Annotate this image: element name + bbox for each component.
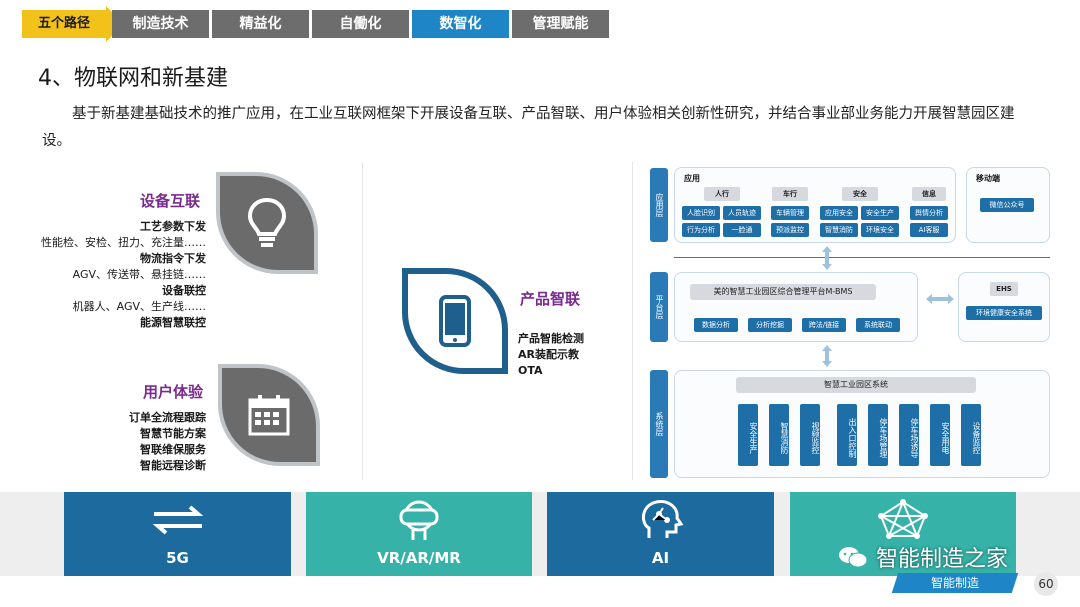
user-line: 订单全流程跟踪 bbox=[129, 411, 206, 424]
lightbulb-icon bbox=[247, 197, 287, 247]
watermark-text: 智能制造之家 bbox=[876, 547, 1009, 572]
group-label: 安全 bbox=[842, 187, 878, 201]
platform-title: 美的智慧工业园区综合管理平台M-BMS bbox=[690, 284, 876, 300]
app-layer-tag: 应用层 bbox=[650, 168, 668, 242]
user-title: 用户体验 bbox=[143, 383, 204, 401]
system-item: 安全用电 bbox=[930, 404, 950, 466]
tile-network bbox=[790, 492, 1016, 576]
platform-chip: 跨法/链接 bbox=[802, 318, 846, 332]
system-item: 停车场诱导 bbox=[899, 404, 919, 466]
product-title: 产品智联 bbox=[520, 290, 581, 308]
column-divider bbox=[632, 162, 633, 480]
tile-label: VR/AR/MR bbox=[377, 549, 461, 567]
product-list: 产品智能检测 AR装配示教 OTA bbox=[518, 331, 584, 379]
column-divider bbox=[362, 162, 363, 480]
tile-5g: 5G bbox=[64, 492, 291, 576]
app-chip: 行为分析 bbox=[682, 223, 720, 237]
tab-digital-intelligence[interactable]: 数智化 bbox=[412, 10, 509, 38]
app-layer-box bbox=[674, 167, 956, 243]
nav-tabs: 制造技术 精益化 自働化 数智化 管理赋能 bbox=[112, 10, 609, 38]
app-chip: 安全生产 bbox=[861, 206, 899, 220]
tab-manufacturing-tech[interactable]: 制造技术 bbox=[112, 10, 209, 38]
system-layer-tag: 系统层 bbox=[650, 370, 668, 478]
vr-headset-icon bbox=[399, 500, 439, 540]
product-line: 产品智能检测 bbox=[518, 332, 584, 345]
brand-bar: 智能制造 bbox=[891, 573, 1019, 593]
ai-head-icon bbox=[641, 500, 683, 538]
device-leaf bbox=[216, 172, 318, 274]
device-line: 物流指令下发 bbox=[140, 252, 206, 265]
network-icon bbox=[878, 499, 928, 539]
app-chip: 预派监控 bbox=[771, 223, 809, 237]
app-chip: 人员轨迹 bbox=[723, 206, 761, 220]
calendar-icon bbox=[248, 395, 290, 436]
device-title: 设备互联 bbox=[140, 192, 201, 210]
app-title: 应用 bbox=[684, 174, 700, 183]
platform-chip: 分析挖掘 bbox=[748, 318, 792, 332]
system-item: 视频监控 bbox=[800, 404, 820, 466]
app-chip: 车辆管理 bbox=[771, 206, 809, 220]
app-chip: 智慧消防 bbox=[820, 223, 858, 237]
mobile-title: 移动端 bbox=[976, 174, 1000, 183]
device-line: 性能检、安检、扭力、充注量…… bbox=[41, 236, 206, 249]
tab-lean[interactable]: 精益化 bbox=[212, 10, 309, 38]
system-item: 安全生产 bbox=[738, 404, 758, 466]
smartphone-icon bbox=[439, 295, 471, 347]
vertical-arrow-icon bbox=[822, 246, 832, 270]
user-line: 智能远程诊断 bbox=[140, 459, 206, 472]
system-item: 停车场管理 bbox=[868, 404, 888, 466]
product-line: AR装配示教 bbox=[518, 348, 579, 361]
device-list: 工艺参数下发 性能检、安检、扭力、充注量…… 物流指令下发 AGV、传送带、悬挂… bbox=[20, 219, 206, 331]
app-chip: 环境安全 bbox=[861, 223, 899, 237]
platform-chip: 数据分析 bbox=[694, 318, 738, 332]
app-chip: AI客服 bbox=[910, 223, 948, 237]
ehs-title: EHS bbox=[990, 282, 1018, 296]
layer-separator bbox=[674, 257, 1050, 258]
device-line: AGV、传送带、悬挂链…… bbox=[72, 268, 206, 281]
system-item: 设备监控 bbox=[961, 404, 981, 466]
nav-path-label: 五个路径 bbox=[22, 10, 106, 38]
group-label: 车行 bbox=[772, 187, 808, 201]
device-line: 工艺参数下发 bbox=[140, 220, 206, 233]
double-arrow-icon bbox=[926, 294, 954, 304]
app-chip: 人脸识别 bbox=[682, 206, 720, 220]
tile-ai: AI bbox=[547, 492, 774, 576]
product-leaf bbox=[402, 268, 508, 374]
app-chip: 舆情分析 bbox=[910, 206, 948, 220]
system-item: 智慧消防 bbox=[769, 404, 789, 466]
platform-chip: 系统联动 bbox=[856, 318, 900, 332]
ehs-chip: 环境健康安全系统 bbox=[966, 306, 1042, 320]
arrows-icon bbox=[152, 505, 203, 535]
system-title: 智慧工业园区系统 bbox=[736, 377, 976, 393]
vertical-arrow-icon bbox=[822, 345, 832, 367]
brand-text: 智能制造 bbox=[930, 576, 979, 590]
user-line: 智联维保服务 bbox=[140, 443, 206, 456]
tile-label: 5G bbox=[166, 549, 189, 567]
app-chip: 应用安全 bbox=[820, 206, 858, 220]
user-list: 订单全流程跟踪 智慧节能方案 智联维保服务 智能远程诊断 bbox=[60, 410, 206, 474]
platform-layer-tag: 平台层 bbox=[650, 272, 668, 342]
section-title: 4、物联网和新基建 bbox=[38, 66, 228, 91]
app-chip: 一脸通 bbox=[723, 223, 761, 237]
user-leaf bbox=[218, 364, 320, 466]
device-line: 能源智慧联控 bbox=[140, 316, 206, 329]
tab-automation[interactable]: 自働化 bbox=[312, 10, 409, 38]
device-line: 设备联控 bbox=[162, 284, 206, 297]
mobile-chip: 微信公众号 bbox=[980, 198, 1034, 212]
group-label: 人行 bbox=[704, 187, 740, 201]
tab-management[interactable]: 管理赋能 bbox=[512, 10, 609, 38]
tile-label: AI bbox=[651, 549, 670, 567]
product-line: OTA bbox=[518, 364, 543, 377]
group-label: 信息 bbox=[912, 187, 946, 201]
system-item: 出入口控制 bbox=[837, 404, 857, 466]
tile-vr: VR/AR/MR bbox=[306, 492, 532, 576]
device-line: 机器人、AGV、生产线…… bbox=[72, 300, 206, 313]
page-number: 60 bbox=[1034, 572, 1058, 596]
intro-paragraph: 基于新基建基础技术的推广应用，在工业互联网框架下开展设备互联、产品智联、用户体验… bbox=[42, 106, 1015, 149]
wechat-icon bbox=[839, 547, 868, 568]
user-line: 智慧节能方案 bbox=[140, 427, 206, 440]
